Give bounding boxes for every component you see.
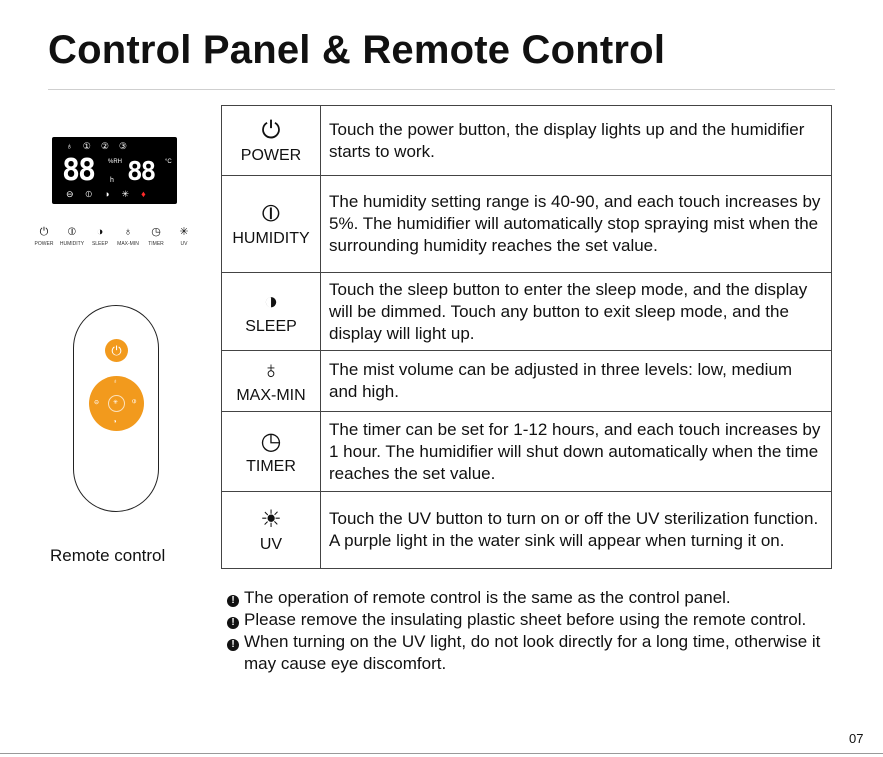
humidity-digits: 88: [62, 153, 96, 188]
table-row: ⏻ POWER Touch the power button, the disp…: [221, 105, 832, 176]
humidity-unit: %RH: [108, 159, 123, 165]
warning-icon: !: [227, 631, 244, 675]
panel-key-sleep[interactable]: ◑ SLEEP: [86, 226, 114, 247]
water-indicator-icon: ♦: [141, 189, 146, 199]
function-description: Touch the sleep button to enter the slee…: [320, 272, 832, 351]
panel-key-label: POWER: [34, 241, 54, 247]
remote-center-ring: [108, 395, 125, 412]
panel-key-power[interactable]: ⏻ POWER: [30, 226, 58, 247]
function-name: UV: [259, 536, 283, 553]
mist-drop-icon: ♁: [123, 226, 133, 238]
function-icon-cell: ⏻ POWER: [221, 105, 321, 176]
page-title: Control Panel & Remote Control: [48, 28, 666, 72]
panel-key-label: TIMER: [148, 241, 164, 247]
page-number: 07: [849, 731, 864, 746]
timer-icon: ⊖: [94, 400, 100, 406]
table-row: ◷ TIMER The timer can be set for 1-12 ho…: [221, 411, 832, 492]
remote-control-wheel[interactable]: ♁ ⊖ ✳ ⦶ ◑: [89, 376, 144, 431]
panel-key-label: SLEEP: [91, 241, 109, 247]
sleep-icon: ◑: [263, 287, 279, 315]
notes-list: ! The operation of remote control is the…: [227, 587, 827, 675]
note-text: Please remove the insulating plastic she…: [244, 610, 807, 629]
panel-key-label: UV: [180, 241, 188, 247]
mist-drop-icon: ♁: [262, 357, 280, 384]
humidity-icon: ⦶: [68, 226, 76, 238]
level-3-icon: ③: [118, 141, 127, 151]
timer-indicator-icon: ⊖: [66, 189, 74, 199]
uv-icon: ☀: [260, 506, 282, 533]
panel-key-timer[interactable]: ◷ TIMER: [142, 226, 170, 247]
sleep-icon: ◑: [96, 226, 104, 238]
panel-keys: ⏻ POWER ⦶ HUMIDITY ◑ SLEEP ♁ MAX-MIN ◷ T…: [30, 226, 198, 247]
level-1-icon: ①: [82, 141, 91, 151]
uv-indicator-icon: ✳: [121, 189, 130, 199]
function-description: Touch the power button, the display ligh…: [320, 105, 832, 176]
function-name: POWER: [240, 146, 302, 164]
note-text: The operation of remote control is the s…: [244, 588, 731, 607]
uv-icon: ✳: [179, 226, 189, 238]
mist-drop-icon: ♁: [113, 379, 118, 385]
panel-key-label: MAX-MIN: [117, 241, 139, 247]
function-name: TIMER: [246, 457, 296, 475]
footer-divider: [0, 753, 883, 754]
temperature-unit: °C: [165, 159, 172, 165]
remote-caption: Remote control: [50, 546, 166, 565]
temperature-digits: 88: [127, 157, 156, 187]
function-icon-cell: ⦶ HUMIDITY: [221, 175, 321, 273]
panel-key-uv[interactable]: ✳ UV: [170, 226, 198, 247]
panel-key-humidity[interactable]: ⦶ HUMIDITY: [58, 226, 86, 247]
function-icon-cell: ☀ UV: [221, 491, 321, 569]
mist-level-icon: ♁: [66, 141, 73, 151]
function-name: SLEEP: [245, 317, 297, 335]
function-table: ⏻ POWER Touch the power button, the disp…: [221, 105, 832, 569]
power-icon: ⏻: [39, 226, 49, 238]
panel-key-max-min[interactable]: ♁ MAX-MIN: [114, 226, 142, 247]
function-name: MAX-MIN: [236, 387, 306, 404]
panel-key-label: HUMIDITY: [59, 241, 85, 247]
function-icon-cell: ◷ TIMER: [221, 411, 321, 492]
title-divider: [48, 89, 835, 90]
humidity-icon: ⦶: [262, 200, 280, 227]
warning-icon: !: [227, 609, 244, 631]
warning-icon: !: [227, 587, 244, 609]
display-bottom-icons: ⊖ ⦶ ◑ ✳ ♦: [66, 189, 146, 200]
display-top-icons: ♁ ① ② ③: [66, 141, 127, 152]
note-item: ! Please remove the insulating plastic s…: [227, 609, 827, 631]
table-row: ⦶ HUMIDITY The humidity setting range is…: [221, 175, 832, 273]
table-row: ♁ MAX-MIN The mist volume can be adjuste…: [221, 350, 832, 412]
remote-control: ⏻ ♁ ⊖ ✳ ⦶ ◑: [73, 305, 159, 512]
sleep-indicator-icon: ◑: [104, 189, 110, 199]
function-description: Touch the UV button to turn on or off th…: [320, 491, 832, 569]
hour-unit: h: [110, 177, 114, 184]
function-description: The humidity setting range is 40-90, and…: [320, 175, 832, 273]
function-name: HUMIDITY: [232, 230, 310, 247]
control-panel-display: ♁ ① ② ③ 88 %RH h 88 °C ⊖ ⦶ ◑ ✳ ♦: [52, 137, 177, 204]
function-description: The timer can be set for 1-12 hours, and…: [320, 411, 832, 492]
function-icon-cell: ♁ MAX-MIN: [221, 350, 321, 412]
power-icon: ⏻: [261, 116, 281, 144]
level-2-icon: ②: [100, 141, 109, 151]
note-text: When turning on the UV light, do not loo…: [244, 632, 821, 673]
timer-icon: ◷: [151, 226, 161, 238]
note-item: ! When turning on the UV light, do not l…: [227, 631, 827, 675]
remote-power-button[interactable]: ⏻: [105, 339, 128, 362]
note-item: ! The operation of remote control is the…: [227, 587, 827, 609]
timer-icon: ◷: [260, 427, 282, 455]
function-icon-cell: ◑ SLEEP: [221, 272, 321, 351]
humidity-indicator-icon: ⦶: [85, 189, 93, 199]
table-row: ☀ UV Touch the UV button to turn on or o…: [221, 491, 832, 569]
function-description: The mist volume can be adjusted in three…: [320, 350, 832, 412]
humidity-icon: ⦶: [132, 399, 137, 405]
sleep-icon: ◑: [113, 419, 117, 425]
power-icon: ⏻: [111, 343, 122, 358]
table-row: ◑ SLEEP Touch the sleep button to enter …: [221, 272, 832, 351]
